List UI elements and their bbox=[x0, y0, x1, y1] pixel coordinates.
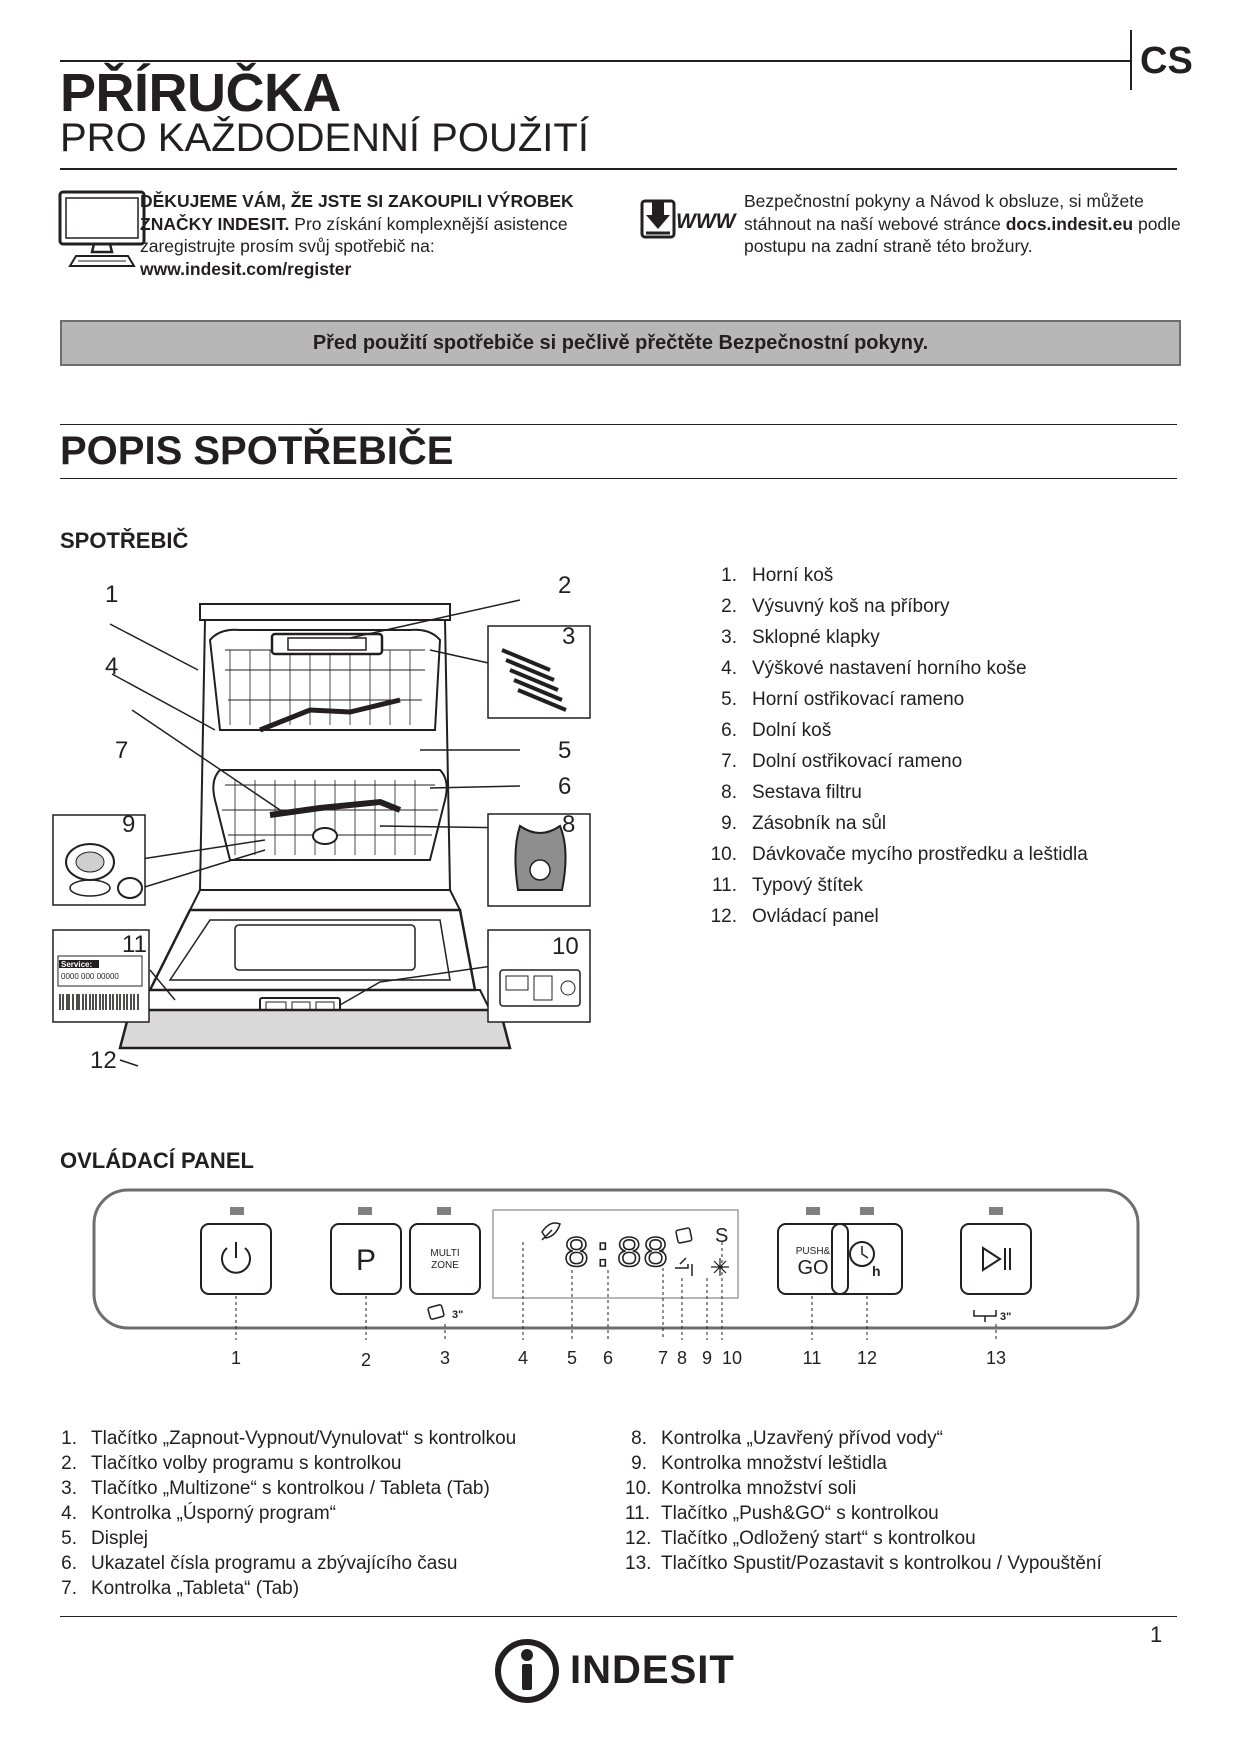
register-link[interactable]: www.indesit.com/register bbox=[140, 258, 352, 279]
panel-callout-1: 1 bbox=[231, 1348, 241, 1368]
list-item: 3.Tlačítko „Multizone“ s kontrolkou / Ta… bbox=[61, 1477, 490, 1499]
panel-callout-10: 10 bbox=[722, 1348, 742, 1368]
list-item: 2.Tlačítko volby programu s kontrolkou bbox=[61, 1452, 402, 1474]
list-item: 5.Horní ostřikovací rameno bbox=[721, 688, 965, 710]
list-item: 6.Dolní koš bbox=[721, 719, 832, 741]
intro-thanks-text: Pro získání komplexnější asistence zareg… bbox=[140, 213, 568, 257]
list-item: 7.Dolní ostřikovací rameno bbox=[721, 750, 963, 772]
appliance-parts-list: 1.Horní koš 2.Výsuvný koš na příbory 3.S… bbox=[700, 560, 1180, 932]
list-item: 7.Kontrolka „Tableta“ (Tab) bbox=[61, 1577, 300, 1599]
list-item: 5.Displej bbox=[61, 1527, 149, 1549]
appliance-callout-1: 1 bbox=[105, 581, 118, 608]
multizone-label-2: ZONE bbox=[431, 1260, 459, 1271]
list-item: 12.Ovládací panel bbox=[710, 905, 879, 927]
appliance-callout-3: 3 bbox=[562, 623, 575, 650]
computer-icon bbox=[58, 190, 158, 273]
appliance-callout-4: 4 bbox=[105, 653, 118, 680]
list-item: 2.Výsuvný koš na příbory bbox=[721, 595, 950, 617]
panel-callout-2: 2 bbox=[361, 1350, 371, 1370]
section-top-rule bbox=[60, 424, 1177, 425]
appliance-callout-8: 8 bbox=[562, 811, 575, 838]
footer-rule bbox=[60, 1616, 1177, 1617]
appliance-heading: SPOTŘEBIČ bbox=[60, 528, 189, 553]
control-panel-heading: OVLÁDACÍ PANEL bbox=[60, 1148, 254, 1173]
appliance-callout-10: 10 bbox=[552, 933, 579, 960]
appliance-callout-7: 7 bbox=[115, 737, 128, 764]
panel-callout-7: 7 bbox=[658, 1348, 668, 1368]
service-number: 0000 000 00000 bbox=[61, 972, 119, 981]
intro-download-text1: Bezpečnostní pokyny a Návod k obsluze, s… bbox=[744, 191, 1144, 234]
intro-thanks-bold: DĚKUJEME VÁM, ŽE JSTE SI ZAKOUPILI VÝROB… bbox=[140, 191, 574, 234]
multizone-button[interactable] bbox=[410, 1224, 480, 1294]
panel-callout-6: 6 bbox=[603, 1348, 613, 1368]
pushgo-label-1: PUSH& bbox=[796, 1246, 831, 1257]
list-item: 11.Typový štítek bbox=[711, 874, 863, 896]
safety-notice: Před použití spotřebiče si pečlivě přečt… bbox=[60, 320, 1181, 366]
appliance-callout-12: 12 bbox=[90, 1047, 117, 1074]
intro-thanks: DĚKUJEME VÁM, ŽE JSTE SI ZAKOUPILI VÝROB… bbox=[140, 190, 590, 280]
header-top-rule bbox=[60, 60, 1130, 62]
indesit-logo-icon bbox=[495, 1639, 559, 1703]
program-button[interactable]: P bbox=[356, 1244, 376, 1277]
control-panel-list-left: 1.Tlačítko „Zapnout-Vypnout/Vynulovat“ s… bbox=[55, 1426, 615, 1601]
display-s: S bbox=[715, 1225, 728, 1247]
list-item: 8.Kontrolka „Uzavřený přívod vody“ bbox=[631, 1427, 943, 1449]
language-code: CS bbox=[1140, 40, 1193, 82]
list-item: 12.Tlačítko „Odložený start“ s kontrolko… bbox=[625, 1527, 976, 1549]
control-panel-list-right: 8.Kontrolka „Uzavřený přívod vody“ 9.Kon… bbox=[625, 1426, 1195, 1576]
drain-time: 3" bbox=[1000, 1311, 1011, 1323]
panel-callout-8: 8 bbox=[677, 1348, 687, 1368]
multizone-label-1: MULTI bbox=[430, 1248, 459, 1259]
docs-link[interactable]: docs.indesit.eu bbox=[1005, 213, 1134, 234]
list-item: 10.Dávkovače mycího prostředku a leštidl… bbox=[710, 843, 1088, 865]
appliance-callout-9: 9 bbox=[122, 811, 135, 838]
intro-download-text2: podle postupu na zadní straně této brožu… bbox=[744, 213, 1181, 257]
service-label: Service: bbox=[61, 960, 92, 969]
panel-callout-12: 12 bbox=[857, 1348, 877, 1368]
display-digits: 8:88 bbox=[563, 1230, 669, 1280]
appliance-callout-2: 2 bbox=[558, 572, 571, 599]
list-item: 3.Sklopné klapky bbox=[721, 626, 880, 648]
pushgo-label-2: GO bbox=[797, 1257, 828, 1279]
list-item: 11.Tlačítko „Push&GO“ s kontrolkou bbox=[625, 1502, 939, 1524]
panel-callout-5: 5 bbox=[567, 1348, 577, 1368]
list-item: 1.Horní koš bbox=[721, 564, 834, 586]
panel-callout-4: 4 bbox=[518, 1348, 528, 1368]
indesit-logo: INDESIT bbox=[492, 1636, 752, 1706]
power-button[interactable] bbox=[201, 1224, 271, 1294]
header-bottom-rule bbox=[60, 168, 1177, 170]
page-number: 1 bbox=[1150, 1622, 1163, 1647]
appliance-callout-5: 5 bbox=[558, 737, 571, 764]
page-subtitle: PRO KAŽDODENNÍ POUŽITÍ bbox=[60, 116, 589, 160]
panel-callout-11: 11 bbox=[803, 1348, 822, 1368]
list-item: 9.Zásobník na sůl bbox=[721, 812, 887, 834]
list-item: 13.Tlačítko Spustit/Pozastavit s kontrol… bbox=[625, 1552, 1102, 1574]
panel-callout-9: 9 bbox=[702, 1348, 712, 1368]
dishwasher-diagram: Service: 0000 000 00000 1 2 3 4 5 7 6 8 … bbox=[50, 570, 610, 1090]
list-item: 1.Tlačítko „Zapnout-Vypnout/Vynulovat“ s… bbox=[61, 1427, 517, 1449]
panel-callout-3: 3 bbox=[440, 1348, 450, 1368]
section-bottom-rule bbox=[60, 478, 1177, 479]
delay-h: h bbox=[872, 1263, 881, 1279]
www-download-icon bbox=[640, 197, 736, 246]
list-item: 4.Výškové nastavení horního koše bbox=[721, 657, 1027, 679]
tab-time: 3" bbox=[452, 1309, 463, 1321]
list-item: 4.Kontrolka „Úsporný program“ bbox=[61, 1502, 336, 1524]
list-item: 9.Kontrolka množství leštidla bbox=[631, 1452, 887, 1474]
brand-name: INDESIT bbox=[570, 1648, 735, 1692]
intro-download: Bezpečnostní pokyny a Návod k obsluze, s… bbox=[744, 190, 1184, 258]
list-item: 6.Ukazatel čísla programu a zbývajícího … bbox=[61, 1552, 458, 1574]
www-icon-text: WWW bbox=[676, 210, 736, 233]
list-item: 8.Sestava filtru bbox=[721, 781, 862, 803]
header-vertical-rule bbox=[1130, 30, 1132, 90]
appliance-callout-11: 11 bbox=[122, 931, 147, 958]
control-panel-diagram: P MULTI ZONE 3" 8:88 S PUSH& GO h 3" 1 2… bbox=[90, 1186, 1150, 1376]
list-item: 10.Kontrolka množství soli bbox=[625, 1477, 857, 1499]
start-pause-button[interactable] bbox=[961, 1224, 1031, 1294]
appliance-callout-6: 6 bbox=[558, 773, 571, 800]
section-title: POPIS SPOTŘEBIČE bbox=[60, 429, 454, 473]
delayed-start-button[interactable] bbox=[832, 1224, 902, 1294]
page-title: PŘÍRUČKA bbox=[60, 63, 342, 123]
panel-callout-13: 13 bbox=[986, 1348, 1006, 1368]
